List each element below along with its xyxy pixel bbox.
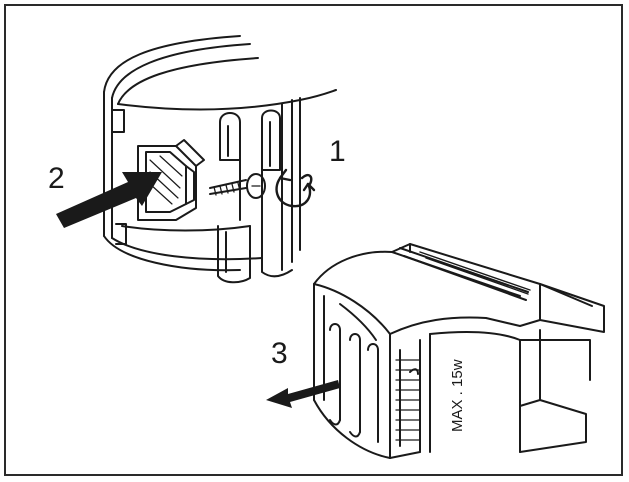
lamp-cover: MAX . 15w bbox=[313, 243, 605, 459]
pull-arrow-icon bbox=[266, 380, 340, 408]
rotate-arrow-icon bbox=[275, 168, 316, 208]
step-2-number: 2 bbox=[48, 162, 65, 195]
light-housing bbox=[103, 35, 337, 284]
wattage-label: MAX . 15w bbox=[449, 359, 466, 432]
step-3-number: 3 bbox=[271, 337, 288, 370]
push-arrow-icon bbox=[56, 172, 162, 228]
screw bbox=[209, 173, 266, 199]
step-1-number: 1 bbox=[329, 135, 346, 168]
